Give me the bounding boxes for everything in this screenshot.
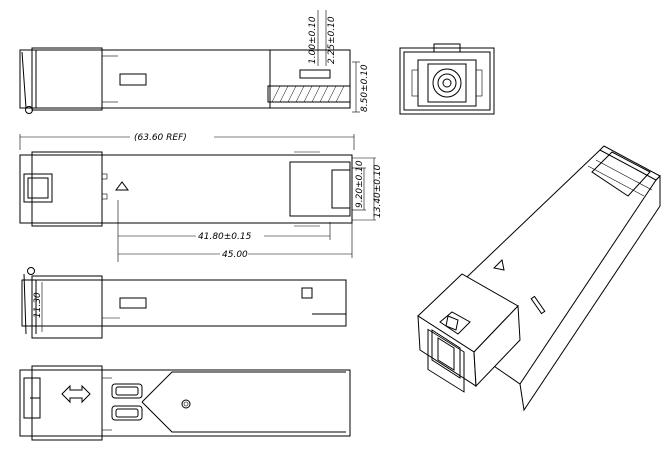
dim-41-80-label: 41.80±0.15 — [198, 232, 252, 242]
dim-11-30-label: 11.30 — [33, 292, 43, 318]
top-view: (63.60 REF) 9.20±0.10 13.40±0.10 41.80±0… — [19, 133, 383, 262]
double-arrow-icon — [61, 384, 91, 404]
dim-45-00-label: 45.00 — [222, 250, 248, 260]
dim-63-60-ref-label: (63.60 REF) — [134, 133, 187, 143]
side-view-bottom: 11.30 — [21, 267, 347, 339]
bottom-view — [19, 365, 351, 441]
hatch-area — [271, 85, 345, 103]
dim-2-25-label: 2.25±0.10 — [327, 16, 337, 64]
dim-1-00-label: 1.00±0.10 — [308, 16, 318, 64]
dim-13-40-label: 13.40±0.10 — [373, 164, 383, 218]
front-view — [399, 43, 495, 115]
dim-9-20-label: 9.20±0.10 — [355, 160, 365, 208]
side-view-top: 1.00±0.10 2.25±0.10 8.50±0.10 — [19, 10, 370, 114]
dim-8-50-label: 8.50±0.10 — [360, 64, 370, 112]
isometric-view — [417, 145, 661, 412]
